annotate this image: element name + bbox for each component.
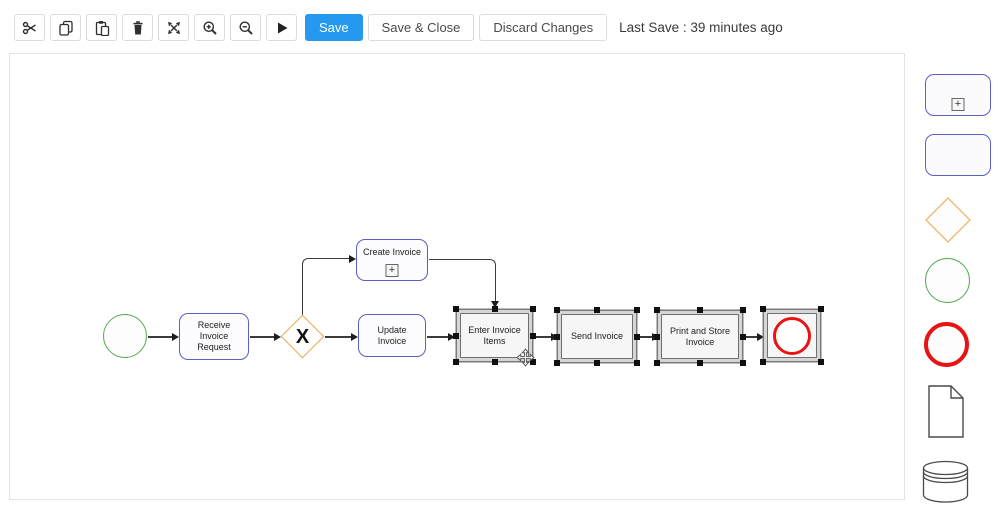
fit-screen-icon xyxy=(166,20,182,36)
resize-handle[interactable] xyxy=(634,360,640,366)
palette-start-event-item[interactable] xyxy=(925,258,970,303)
diagram-canvas[interactable]: Receive Invoice Request X Create Invoice… xyxy=(9,53,905,500)
datastore-icon xyxy=(922,460,969,507)
arrowhead-icon xyxy=(351,333,358,341)
resize-handle[interactable] xyxy=(654,307,660,313)
play-icon xyxy=(274,20,290,36)
resize-handle[interactable] xyxy=(554,333,560,340)
task-node-send-invoice[interactable]: Send Invoice xyxy=(554,307,640,366)
task-label: Print and Store Invoice xyxy=(669,325,731,347)
move-cursor-icon xyxy=(516,348,535,370)
sequence-flow[interactable] xyxy=(743,336,758,338)
zoom-in-button[interactable] xyxy=(194,14,225,41)
resize-handle[interactable] xyxy=(453,332,459,339)
resize-handle[interactable] xyxy=(491,306,498,312)
zoom-out-button[interactable] xyxy=(230,14,261,41)
task-node-receive-invoice-request[interactable]: Receive Invoice Request xyxy=(179,313,249,360)
task-label: Enter Invoice Items xyxy=(468,324,521,346)
last-save-status: Last Save : 39 minutes ago xyxy=(619,20,783,35)
resize-handle[interactable] xyxy=(594,307,600,313)
subprocess-plus-icon[interactable]: + xyxy=(385,264,399,277)
task-label: Update Invoice xyxy=(377,324,407,346)
resize-handle[interactable] xyxy=(594,360,600,366)
subprocess-node-create-invoice[interactable]: Create Invoice + xyxy=(356,239,428,281)
sequence-flow[interactable] xyxy=(535,336,552,338)
resize-handle[interactable] xyxy=(554,307,560,313)
resize-handle[interactable] xyxy=(554,360,560,366)
resize-handle[interactable] xyxy=(740,360,746,366)
document-icon xyxy=(928,385,964,442)
resize-handle[interactable] xyxy=(760,359,766,365)
end-event-node[interactable] xyxy=(760,306,824,365)
palette-end-event-item[interactable] xyxy=(924,322,969,367)
sequence-flow[interactable] xyxy=(638,336,653,338)
sequence-flow[interactable] xyxy=(302,258,349,316)
gateway-diamond-icon xyxy=(924,196,971,243)
zoom-out-icon xyxy=(238,20,254,36)
task-label: Receive Invoice Request xyxy=(197,320,231,352)
task-label: Create Invoice xyxy=(362,247,422,257)
resize-handle[interactable] xyxy=(740,307,746,313)
task-node-update-invoice[interactable]: Update Invoice xyxy=(358,314,426,357)
end-event-circle xyxy=(773,316,811,355)
resize-handle[interactable] xyxy=(697,360,703,366)
sequence-flow[interactable] xyxy=(148,336,173,338)
copy-button[interactable] xyxy=(50,14,81,41)
zoom-in-icon xyxy=(202,20,218,36)
trash-icon xyxy=(130,20,146,36)
resize-handle[interactable] xyxy=(530,359,536,365)
subprocess-plus-icon: + xyxy=(951,98,965,111)
resize-handle[interactable] xyxy=(530,306,536,312)
resize-handle[interactable] xyxy=(530,332,536,339)
palette-datastore-item[interactable] xyxy=(922,460,969,508)
toolbar: Save Save & Close Discard Changes Last S… xyxy=(14,14,783,41)
resize-handle[interactable] xyxy=(654,360,660,366)
arrowhead-icon xyxy=(172,333,179,341)
resize-handle[interactable] xyxy=(491,359,498,365)
resize-handle[interactable] xyxy=(818,359,824,365)
save-and-close-button[interactable]: Save & Close xyxy=(367,14,475,41)
resize-handle[interactable] xyxy=(453,359,459,365)
play-button[interactable] xyxy=(266,14,297,41)
cut-icon xyxy=(22,20,38,36)
resize-handle[interactable] xyxy=(697,307,703,313)
sequence-flow[interactable] xyxy=(325,336,351,338)
start-event-node[interactable] xyxy=(103,314,147,358)
resize-handle[interactable] xyxy=(654,333,660,340)
save-button[interactable]: Save xyxy=(305,14,363,41)
resize-handle[interactable] xyxy=(453,306,459,312)
arrowhead-icon xyxy=(349,255,356,263)
palette-document-item[interactable] xyxy=(928,385,964,443)
resize-handle[interactable] xyxy=(634,333,640,340)
sequence-flow[interactable] xyxy=(427,336,449,338)
palette-task-item[interactable] xyxy=(925,134,991,176)
fit-screen-button[interactable] xyxy=(158,14,189,41)
gateway-symbol: X xyxy=(295,325,310,348)
cut-button[interactable] xyxy=(14,14,45,41)
palette-subprocess-item[interactable]: + xyxy=(925,74,991,116)
paste-icon xyxy=(94,20,110,36)
arrowhead-icon xyxy=(274,333,281,341)
copy-icon xyxy=(58,20,74,36)
resize-handle[interactable] xyxy=(740,333,746,340)
discard-changes-button[interactable]: Discard Changes xyxy=(479,14,608,41)
sequence-flow[interactable] xyxy=(250,336,275,338)
task-node-enter-invoice-items[interactable]: Enter Invoice Items xyxy=(453,306,536,367)
arrowhead-icon xyxy=(757,333,764,341)
arrowhead-icon xyxy=(448,333,455,341)
arrowhead-icon xyxy=(491,301,499,308)
paste-button[interactable] xyxy=(86,14,117,41)
task-label: Send Invoice xyxy=(570,331,624,342)
resize-handle[interactable] xyxy=(760,306,766,312)
delete-button[interactable] xyxy=(122,14,153,41)
palette-gateway-item[interactable] xyxy=(924,196,971,243)
exclusive-gateway-node[interactable]: X xyxy=(280,314,325,359)
task-node-print-and-store-invoice[interactable]: Print and Store Invoice xyxy=(654,307,746,366)
resize-handle[interactable] xyxy=(818,306,824,312)
sequence-flow[interactable] xyxy=(429,258,496,303)
resize-handle[interactable] xyxy=(634,307,640,313)
